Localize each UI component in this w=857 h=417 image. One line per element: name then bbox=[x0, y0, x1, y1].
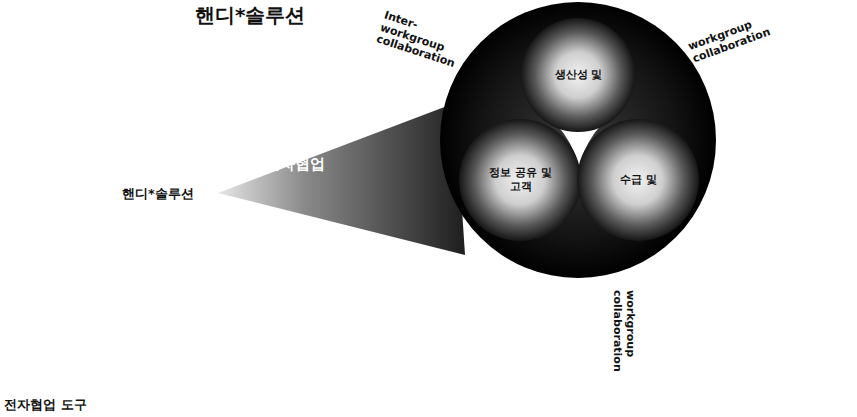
collaboration-label: Inter-workgroup collaboration bbox=[375, 9, 482, 76]
collaboration-label: workgroup collaboration bbox=[611, 290, 636, 402]
cone-outline bbox=[218, 103, 465, 255]
node-text-wrap: 정보 공유 및 고객 bbox=[486, 118, 555, 242]
node-text: 전자협업 bbox=[265, 155, 355, 175]
collaboration-label: workgroup collaboration bbox=[687, 8, 790, 66]
outer-disc bbox=[440, 2, 716, 278]
topic-circle: 수급 및 bbox=[576, 118, 700, 242]
node-text: 생산성 및 bbox=[555, 68, 603, 82]
node-text-wrap: 생산성 및 bbox=[546, 17, 611, 133]
topic-circle: 생산성 및 bbox=[520, 17, 636, 133]
cone-shape bbox=[215, 95, 465, 260]
pointer-label: 핸디*솔루션 bbox=[122, 185, 194, 203]
topic-circle: 정보 공유 및 고객 bbox=[458, 118, 582, 242]
caption-note: 전자협업 도구 bbox=[4, 396, 87, 414]
circle-outline bbox=[577, 119, 699, 241]
node-text-wrap: 전자협업 bbox=[265, 155, 355, 175]
circle-outline bbox=[459, 119, 581, 241]
node-text: 수급 및 bbox=[620, 173, 657, 187]
diagram-title: 핸디*솔루션 bbox=[195, 2, 305, 29]
cone-node: 전자협업 bbox=[215, 95, 465, 260]
node-text-wrap: 수급 및 bbox=[604, 118, 673, 242]
node-text: 정보 공유 및 고객 bbox=[486, 166, 555, 194]
circle-outline bbox=[521, 18, 635, 132]
